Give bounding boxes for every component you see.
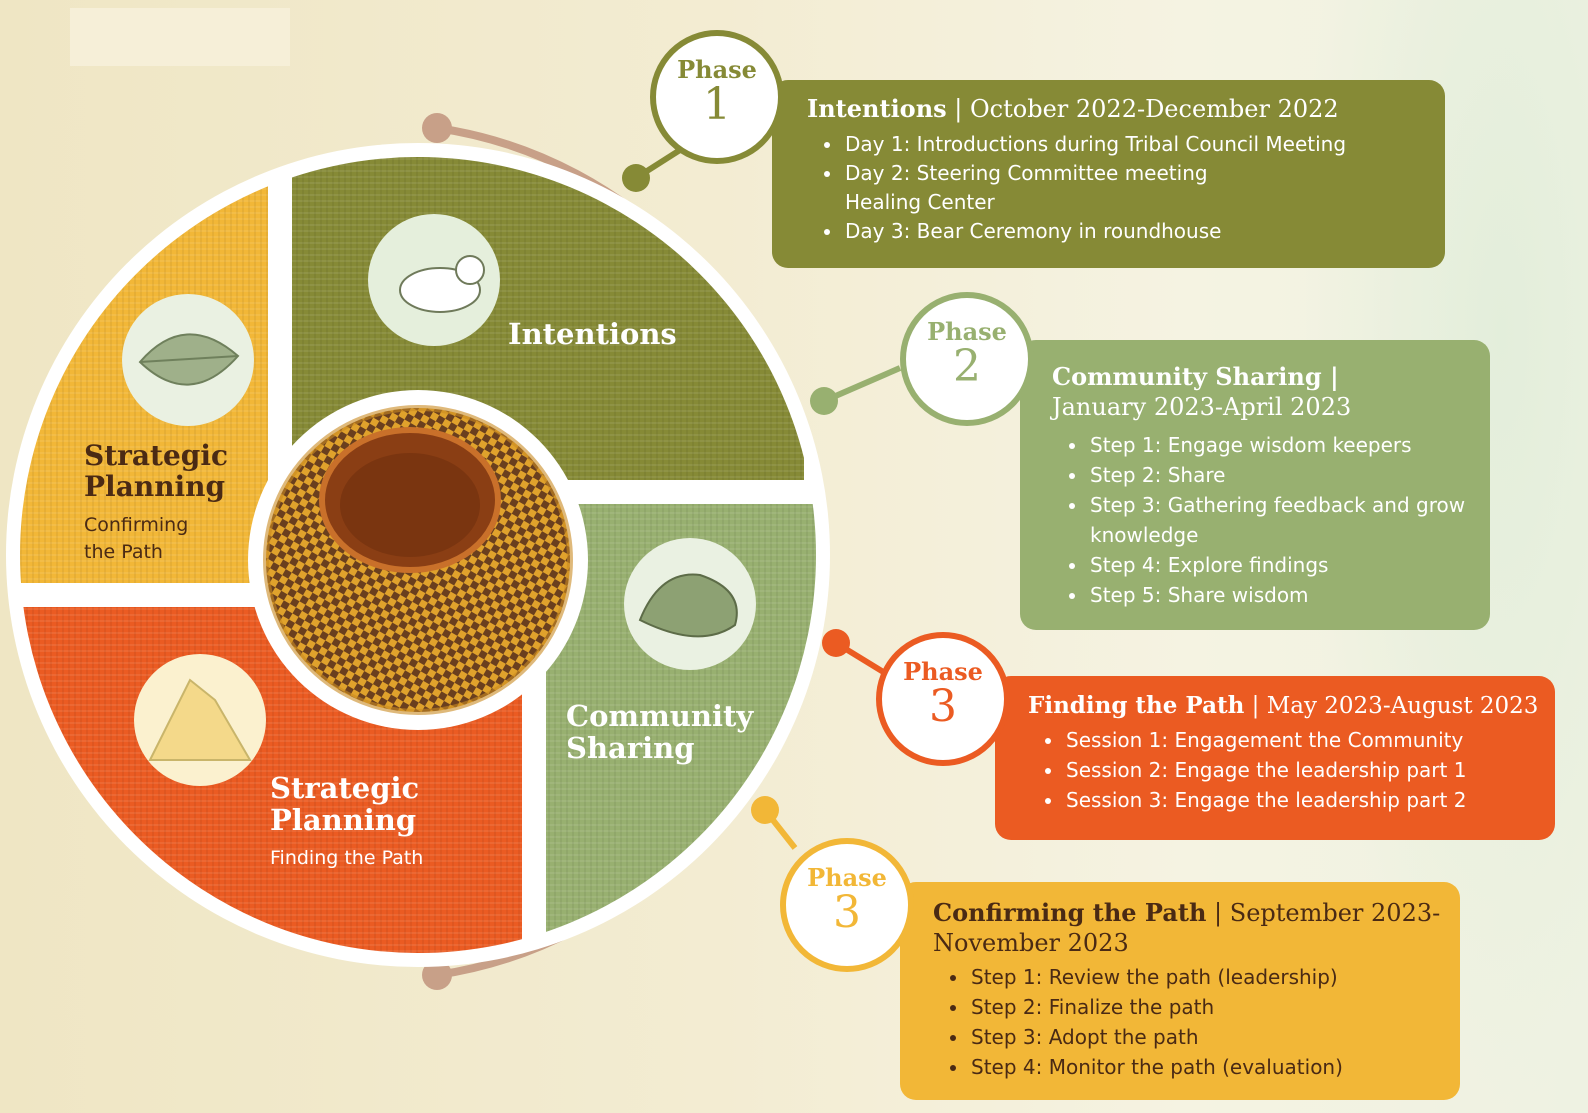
phase-2-item: Step 2: Share [1088,460,1482,490]
phase-4-item: Step 2: Finalize the path [969,992,1453,1022]
phase-3-item: Session 1: Engagement the Community [1064,725,1553,755]
phase-3-badge: Phase 3 [876,632,1010,766]
phase-1-item: Day 1: Introductions during Tribal Counc… [843,130,1427,159]
confirming-label-line2: Planning [84,470,226,504]
leaf-icon [122,294,254,426]
confirming-sub: Confirming the Path [84,512,188,565]
phase-1-item: Healing Center [845,190,995,214]
finding-label-line2: Planning [270,803,417,838]
phase-2-item: Step 4: Explore findings [1088,550,1482,580]
phase-2-title: Community Sharing | January 2023-April 2… [1052,362,1482,422]
phase-2-number: 2 [953,341,981,392]
phase-1-dates: October 2022-December 2022 [970,95,1339,123]
phase-2-name: Community Sharing | [1052,362,1339,391]
oak-leaf-icon [624,538,756,670]
phase-1-name: Intentions [807,94,947,123]
phase-3-item: Session 3: Engage the leadership part 2 [1064,785,1553,815]
finding-sub: Finding the Path [270,847,424,869]
mountain-icon [134,654,266,786]
phase-2-dates: January 2023-April 2023 [1052,393,1352,421]
phase-4-number: 3 [833,887,861,938]
phase-2-word: Phase [927,317,1007,346]
phase-2-card: Community Sharing | January 2023-April 2… [1020,340,1490,630]
ring-end-bottom [422,960,452,990]
phase-3-name: Finding the Path [1028,692,1245,719]
phase-1-title: Intentions | October 2022-December 2022 [807,94,1339,123]
phase-1-badge: Phase 1 [650,30,784,164]
phase-3-number: 3 [929,681,957,732]
intentions-label: Intentions [508,317,677,351]
confirming-sub-line1: Confirming [84,514,189,536]
phase-3-item: Session 2: Engage the leadership part 1 [1064,755,1553,785]
phase-4-item: Step 1: Review the path (leadership) [969,962,1453,992]
phase-1-card: Intentions | October 2022-December 2022 … [772,80,1445,268]
finding-label-line1: Strategic [270,771,420,805]
phase-4-name: Confirming the Path [933,898,1207,927]
phase-4-item: Step 3: Adopt the path [969,1022,1453,1052]
phase-4-badge: Phase 3 [780,838,914,972]
phase-2-item: Step 3: Gathering feedback and grow know… [1088,490,1482,550]
phase-4-word: Phase [807,863,887,892]
phase-4-item: Step 4: Monitor the path (evaluation) [969,1052,1453,1082]
phase-3-card: Finding the Path | May 2023-August 2023 … [995,676,1555,840]
confirming-sub-line2: the Path [84,540,163,563]
bear-icon [368,214,500,346]
community-label: Community Sharing [566,700,753,765]
community-label-line1: Community [566,699,754,733]
phase-1-item: Day 2: Steering Committee meeting [843,159,1427,188]
phase-3-word: Phase [903,657,983,686]
phase-3-dates: May 2023-August 2023 [1266,693,1539,719]
phase-2-badge: Phase 2 [900,292,1034,426]
phase-3-title: Finding the Path | May 2023-August 2023 [1028,692,1539,719]
confirming-label-line1: Strategic [84,439,229,472]
ring-end-top [422,113,452,143]
phase-1-item: Day 3: Bear Ceremony in roundhouse [843,217,1427,246]
phase-1-word: Phase [677,55,757,84]
phase-2-item: Step 1: Engage wisdom keepers [1088,430,1482,460]
phase-4-dates: September 2023- [1229,899,1441,927]
phase-1-number: 1 [703,79,731,130]
phase-4-dates-line2: November 2023 [933,929,1129,957]
phase-4-card: Confirming the Path | September 2023- No… [900,882,1460,1100]
community-label-line2: Sharing [566,731,695,766]
phase-4-title: Confirming the Path | September 2023- No… [933,898,1441,957]
phase-2-item: Step 5: Share wisdom [1088,580,1482,610]
confirming-label: Strategic Planning [84,440,228,503]
corner-patch [70,8,290,66]
finding-label: Strategic Planning [270,772,419,837]
